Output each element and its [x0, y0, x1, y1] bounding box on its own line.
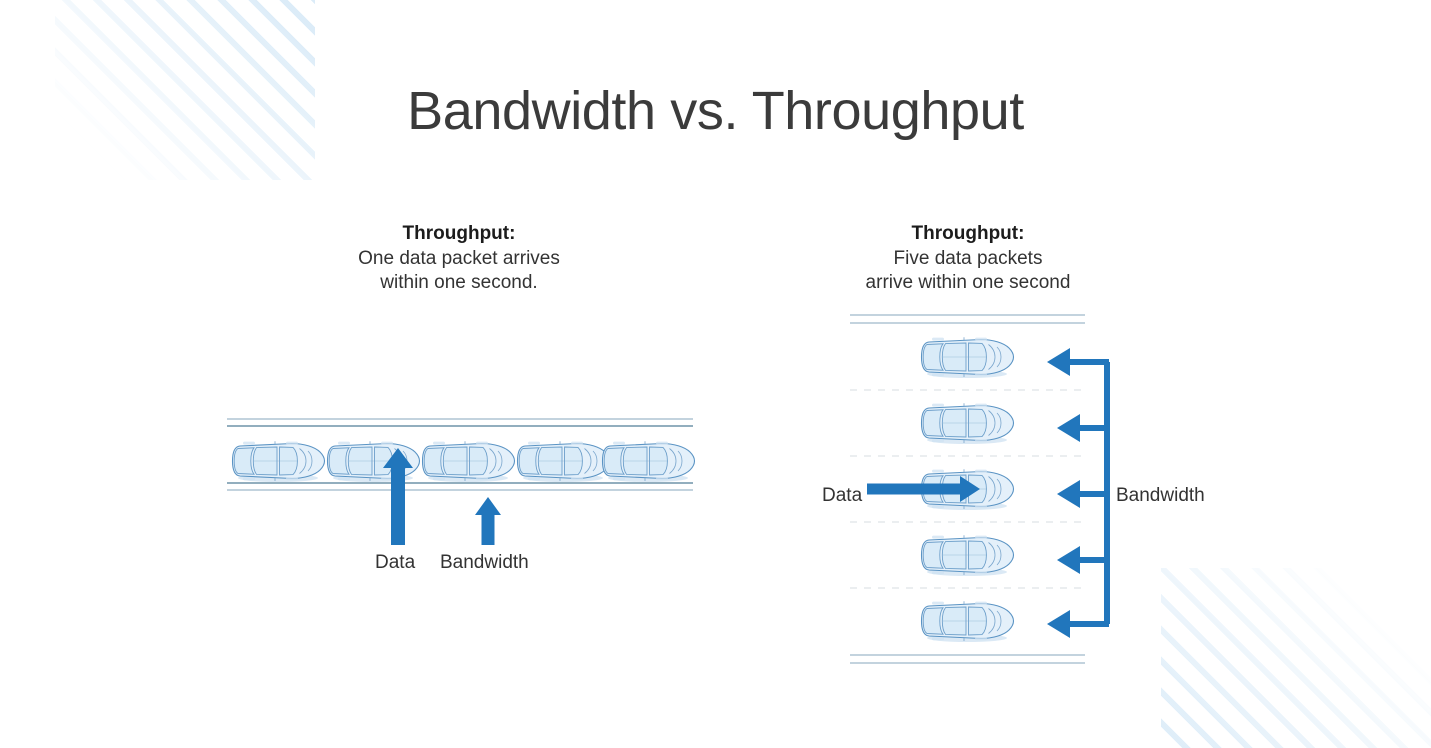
caption-left-line-2: within one second.	[380, 272, 538, 293]
label-left-bandwidth: Bandwidth	[440, 552, 529, 573]
caption-right-line-1: Five data packets	[893, 247, 1043, 269]
label-right-bandwidth: Bandwidth	[1116, 485, 1205, 506]
caption-left-line-1: One data packet arrives	[358, 247, 560, 269]
diagram-left-single-lane	[225, 405, 696, 595]
label-right-data: Data	[822, 485, 863, 506]
bandwidth-bracket	[1047, 348, 1110, 638]
caption-right: Throughput: Five data packets arrive wit…	[833, 222, 1103, 296]
page-title: Bandwidth vs. Throughput	[407, 81, 1024, 141]
diagram-right-multi-lane	[805, 305, 1235, 685]
caption-right-heading: Throughput:	[911, 223, 1025, 244]
bandwidth-arrow-up	[475, 497, 501, 545]
caption-right-line-2: arrive within one second	[865, 272, 1071, 293]
car-row-4	[920, 534, 1015, 577]
label-left-data: Data	[375, 552, 416, 573]
data-arrow-up	[383, 448, 413, 545]
caption-left: Throughput: One data packet arrives with…	[324, 222, 594, 296]
car-lane-4	[516, 440, 611, 483]
car-lane-5	[601, 440, 696, 483]
car-row-2	[920, 402, 1015, 445]
car-lane-1	[231, 440, 326, 483]
car-row-1	[920, 336, 1015, 379]
data-arrow-right	[867, 476, 980, 502]
car-row-5	[920, 600, 1015, 643]
caption-left-heading: Throughput:	[402, 223, 516, 244]
car-lane-3	[421, 440, 516, 483]
